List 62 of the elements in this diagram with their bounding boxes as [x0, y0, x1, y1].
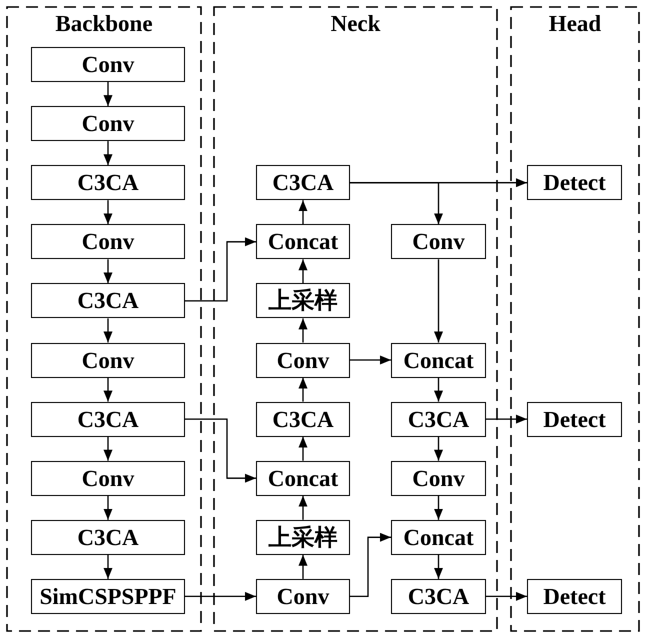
module-box: Conv [256, 342, 350, 378]
module-box: SimCSPSPPF [31, 578, 185, 614]
arrow [350, 182, 443, 224]
module-box: Detect [527, 578, 622, 614]
module-box: C3CA [31, 520, 185, 555]
module-box: Conv [31, 460, 185, 496]
module-box: 上采样 [256, 520, 350, 555]
module-box: Concat [256, 460, 350, 496]
module-box: Conv [31, 106, 185, 142]
panel-title: Neck [330, 12, 380, 36]
arrow [298, 436, 308, 461]
module-box: C3CA [31, 165, 185, 200]
module-box: Concat [256, 224, 350, 260]
arrow [185, 237, 256, 302]
dashed-panel [510, 6, 640, 632]
module-box: C3CA [31, 283, 185, 318]
arrow [434, 259, 443, 342]
arrow [298, 554, 308, 579]
module-box: Conv [391, 460, 486, 496]
arrow [486, 592, 527, 601]
arrow [350, 532, 391, 598]
module-box: C3CA [31, 402, 185, 437]
arrow [486, 414, 527, 424]
arrow [298, 318, 308, 342]
module-box: Concat [391, 520, 486, 555]
arrow [434, 496, 443, 520]
module-box: 上采样 [256, 283, 350, 318]
arrow [104, 378, 112, 402]
panel-title: Head [548, 12, 602, 36]
module-box: Conv [31, 47, 185, 82]
module-box: C3CA [391, 578, 486, 614]
module-box: Detect [527, 165, 622, 200]
dashed-panel [213, 6, 498, 632]
arrow [185, 592, 256, 601]
arrow [434, 554, 443, 579]
arrow [104, 200, 112, 224]
arrow [104, 318, 112, 342]
arrow [104, 436, 112, 461]
arrow [104, 141, 112, 166]
arrow [434, 436, 443, 461]
module-box: Conv [31, 224, 185, 260]
module-box: C3CA [391, 402, 486, 437]
module-box: Conv [256, 578, 350, 614]
panel-title: Backbone [55, 12, 153, 36]
arrow [434, 378, 443, 402]
arrow [104, 259, 112, 284]
arrow [298, 378, 308, 402]
module-box: Concat [391, 342, 486, 378]
module-box: Conv [391, 224, 486, 260]
arrow [350, 356, 391, 364]
arrow [104, 554, 112, 579]
arrow [185, 418, 256, 483]
module-box: Detect [527, 402, 622, 437]
arrow [104, 496, 112, 520]
module-box: Conv [31, 342, 185, 378]
module-box: C3CA [256, 165, 350, 200]
module-box: C3CA [256, 402, 350, 437]
arrow [104, 82, 112, 106]
arrow [298, 496, 308, 520]
arrow [298, 200, 308, 224]
dashed-panel [6, 6, 202, 632]
arrow [298, 259, 308, 284]
